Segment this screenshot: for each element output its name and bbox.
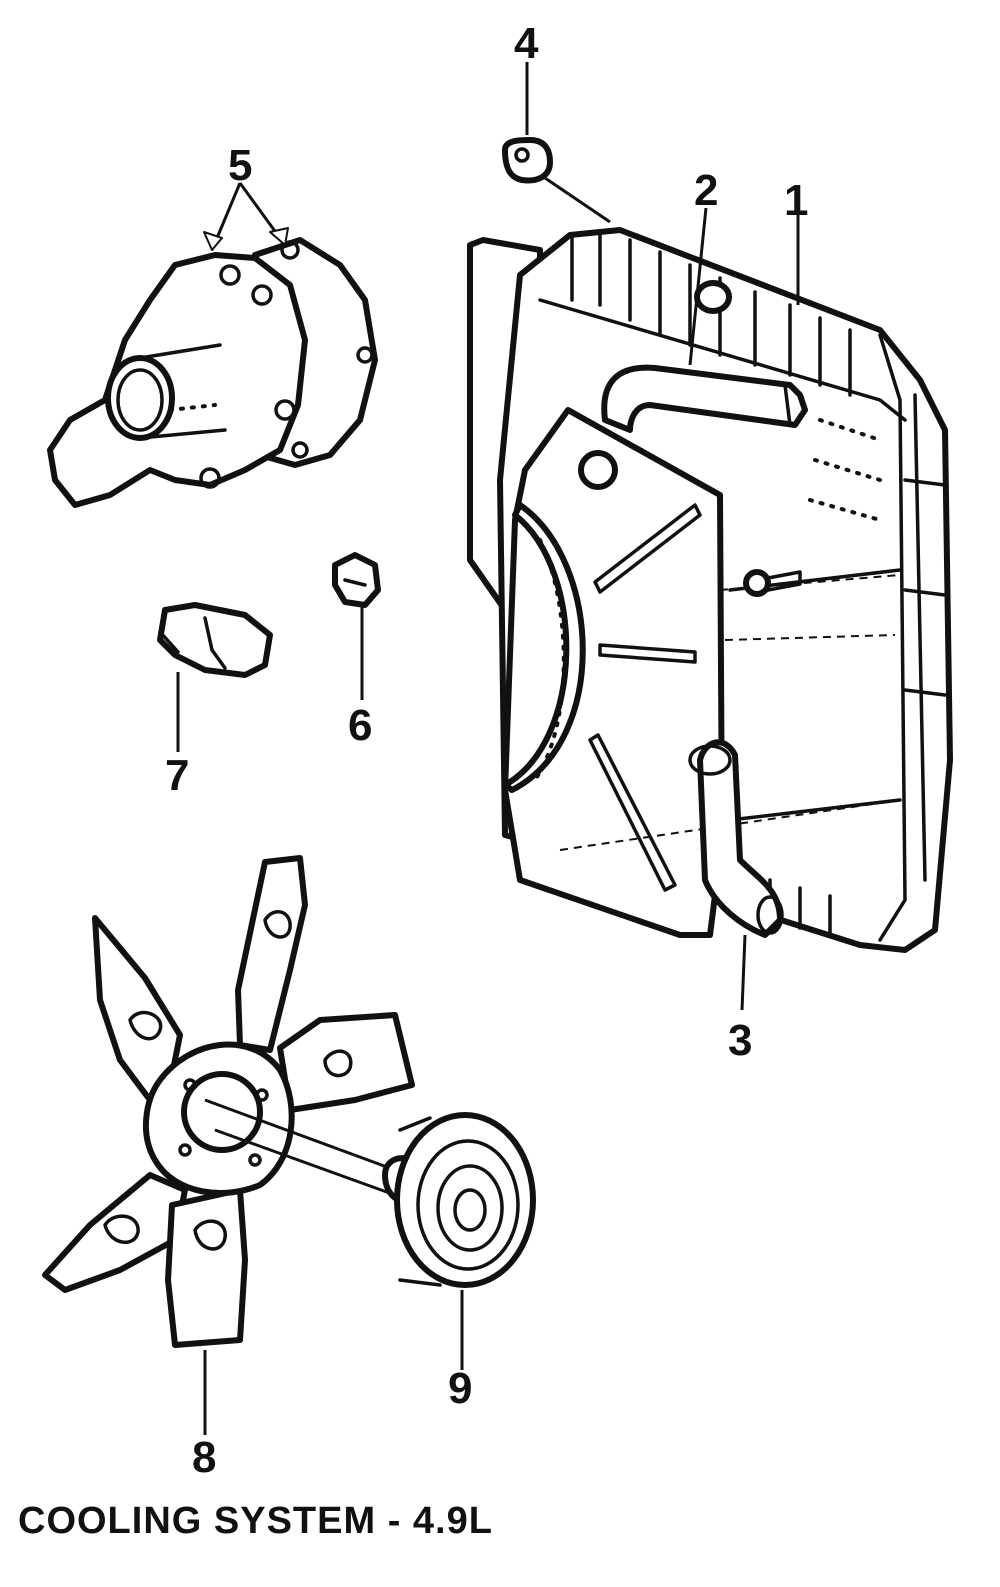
callout-7: 7 [165, 751, 189, 800]
leader-lines [176, 62, 800, 1435]
callout-2: 2 [694, 166, 718, 215]
thermostat-housing[interactable] [157, 602, 273, 678]
temperature-sender[interactable] [332, 552, 381, 608]
water-pump[interactable] [47, 237, 378, 508]
diagram-title: COOLING SYSTEM - 4.9L [18, 1500, 493, 1542]
callout-4: 4 [514, 19, 539, 68]
callout-9: 9 [448, 1364, 472, 1413]
fan-shroud[interactable] [502, 407, 901, 938]
callout-8: 8 [192, 1433, 216, 1482]
radiator-cap[interactable] [502, 137, 553, 184]
callout-1: 1 [784, 176, 808, 225]
fan-clutch[interactable] [204, 1098, 536, 1288]
callout-6: 6 [348, 701, 372, 750]
callout-labels: 1 2 3 4 5 6 7 8 9 [165, 19, 808, 1482]
upper-hose[interactable] [601, 364, 808, 433]
callout-3: 3 [728, 1016, 752, 1065]
fan-blade-assembly[interactable] [42, 855, 415, 1348]
callout-5: 5 [228, 141, 252, 190]
lower-hose[interactable] [688, 739, 784, 938]
